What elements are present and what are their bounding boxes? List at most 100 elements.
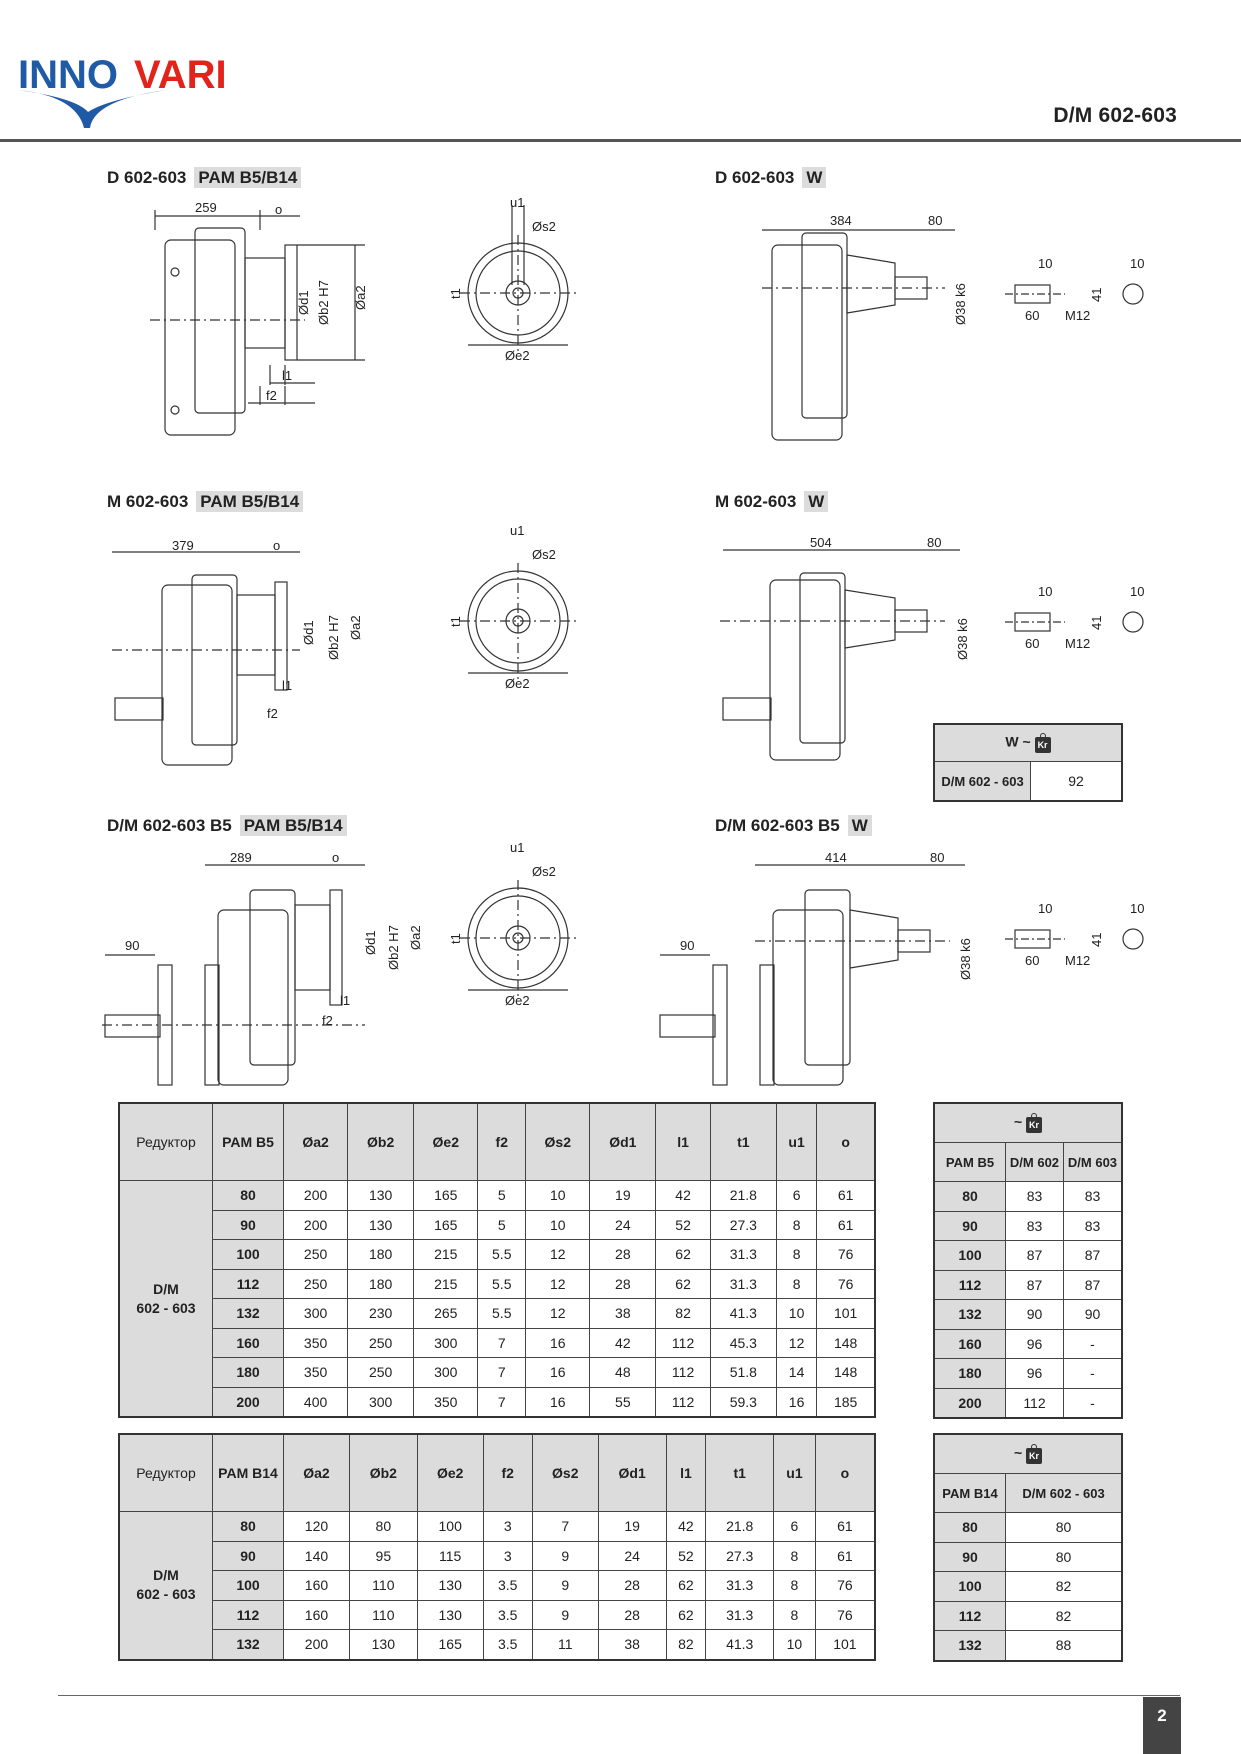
table-cell: 112	[655, 1357, 711, 1388]
logo-swoosh	[18, 90, 166, 128]
table-size-cell: 200	[212, 1386, 284, 1418]
weight-size-cell: 180	[933, 1358, 1006, 1389]
dim-b2: Øb2 H7	[316, 280, 331, 325]
drawing-d-w-key: 10 60 M12 41 10	[1005, 256, 1144, 323]
weight-cell: 87	[1062, 1269, 1123, 1300]
dim-o: o	[275, 202, 282, 217]
drawing-m-w-side: 504 80 Ø38 k6	[720, 535, 970, 761]
table-header-cell: o	[814, 1433, 876, 1512]
dim-b5-w-length: 414	[825, 850, 847, 865]
dim-key-w: 10	[1038, 256, 1052, 271]
dim-u1-2: u1	[510, 523, 524, 538]
weight-size-cell: 80	[933, 1181, 1006, 1212]
table-header-cell: Øb2	[347, 1102, 415, 1181]
table-header-cell: f2	[482, 1433, 533, 1512]
table-cell: 10	[525, 1180, 591, 1211]
table-cell: 16	[775, 1386, 818, 1418]
table-cell: 115	[416, 1540, 484, 1571]
table-cell: 42	[665, 1511, 707, 1542]
table-cell: 148	[816, 1327, 876, 1358]
weight-header-cell: D/M 603	[1062, 1142, 1123, 1182]
table-cell: 16	[525, 1357, 591, 1388]
table-header-cell: Øb2	[348, 1433, 418, 1512]
dim-t1: t1	[448, 288, 463, 299]
dim-b2-3: Øb2 H7	[386, 925, 401, 970]
table-cell: 130	[416, 1570, 484, 1601]
drawing-d-pam-flange: u1 Øs2 t1 Øe2	[448, 195, 576, 363]
table-cell: 160	[283, 1599, 350, 1630]
table-cell: 148	[816, 1357, 876, 1388]
weight-size-cell: 100	[933, 1240, 1006, 1271]
dim-key-h-3: 41	[1089, 933, 1104, 947]
table-cell: 7	[531, 1511, 599, 1542]
table-cell: 6	[775, 1180, 818, 1211]
table-cell: 130	[347, 1180, 415, 1211]
drawing-b5-pam-side: 289 o 90 Ød1 Øb2 H7 Øa2 l1 f2	[102, 850, 423, 1086]
table-cell: 112	[655, 1327, 711, 1358]
table-cell: 180	[347, 1239, 415, 1270]
weight-cell: 80	[1005, 1541, 1123, 1572]
table-size-cell: 112	[212, 1268, 284, 1299]
dim-key-len-2: 60	[1025, 636, 1039, 651]
table-cell: 300	[413, 1357, 479, 1388]
weight-cell: 90	[1062, 1299, 1123, 1330]
table-cell: 10	[775, 1298, 818, 1329]
table-header-cell: u1	[773, 1433, 816, 1512]
table-cell: 5.5	[477, 1239, 527, 1270]
dim-w-shaft: 80	[928, 213, 942, 228]
drawing-m-pam-flange: u1 Øs2 t1 Øe2	[448, 523, 576, 691]
table-cell: 7	[477, 1386, 527, 1418]
weight-kg-icon: Kr	[1034, 733, 1051, 753]
weight-size-cell: 132	[933, 1630, 1006, 1661]
table-cell: 3	[482, 1540, 533, 1571]
table-cell: 215	[413, 1268, 479, 1299]
w-weight-value: 92	[1030, 761, 1123, 802]
table-cell: 110	[348, 1570, 418, 1601]
dim-o-2: o	[273, 540, 280, 553]
dim-s2-2: Øs2	[532, 547, 556, 562]
table-cell: 27.3	[709, 1209, 777, 1240]
dim-e2-2: Øe2	[505, 676, 530, 691]
table-cell: 9	[531, 1570, 599, 1601]
weight-size-cell: 112	[933, 1600, 1006, 1631]
table-cell: 100	[416, 1511, 484, 1542]
table-cell: 42	[655, 1180, 711, 1211]
table-cell: 130	[416, 1599, 484, 1630]
dim-thread-2: M12	[1065, 636, 1090, 651]
table-cell: 45.3	[709, 1327, 777, 1358]
table-cell: 52	[665, 1540, 707, 1571]
table-cell: 62	[665, 1599, 707, 1630]
table-size-cell: 160	[212, 1327, 284, 1358]
weight-cell: 96	[1005, 1358, 1064, 1389]
table-cell: 300	[282, 1298, 349, 1329]
logo-text-innov: INNO	[18, 53, 118, 97]
table-cell: 101	[814, 1629, 876, 1660]
drawing-b5-w-key: 10 60 M12 41 10	[1005, 901, 1144, 968]
weight-cell: 83	[1005, 1181, 1064, 1212]
group-label-line: D/M	[153, 1280, 179, 1297]
weight-cell: -	[1062, 1387, 1123, 1419]
table-header-cell: Редуктор	[118, 1102, 213, 1181]
weight-size-cell: 132	[933, 1299, 1006, 1330]
w-weight-table: W ~ Kr D/M 602 - 603 92	[933, 723, 1123, 802]
dim-flange-90-2: 90	[680, 938, 694, 953]
weight-cell: 88	[1005, 1630, 1123, 1661]
drawing-d-pam-side: 259 o Ød1 Øb2 H7 Øa2 l1 f2	[150, 200, 368, 436]
w-weight-row-label: D/M 602 - 603	[933, 761, 1031, 802]
table-cell: 112	[655, 1386, 711, 1418]
table-cell: 31.3	[705, 1599, 775, 1630]
dim-key-h-2: 41	[1089, 616, 1104, 630]
dim-d1: Ød1	[296, 290, 311, 315]
